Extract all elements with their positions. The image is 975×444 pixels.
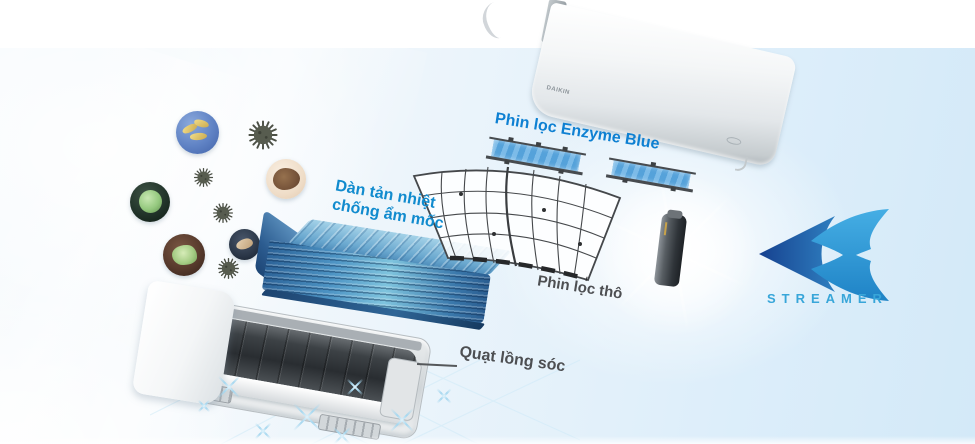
virus-particle-icon (247, 119, 279, 151)
streamer-logo-text: STREAMER (767, 291, 888, 306)
virus-particle-icon (212, 202, 234, 224)
mold-particle-icon (163, 234, 205, 276)
coarse-filter-mesh (412, 166, 622, 282)
virus-particle-icon (217, 257, 240, 280)
daikin-logo: DAIKIN (545, 85, 571, 97)
cover-badge-icon (725, 135, 742, 147)
dust-particle-icon (266, 159, 306, 199)
chassis-end-cap (131, 279, 237, 407)
dust-mite-particle-icon (229, 229, 260, 260)
bottom-fade (0, 436, 975, 444)
pollen-particle-icon (176, 111, 219, 154)
virus-particle-icon (193, 167, 214, 188)
streamer-logo-icon (759, 209, 889, 301)
sparkle-swoosh-icon (477, 0, 517, 42)
green-pollen-particle-icon (130, 182, 170, 222)
